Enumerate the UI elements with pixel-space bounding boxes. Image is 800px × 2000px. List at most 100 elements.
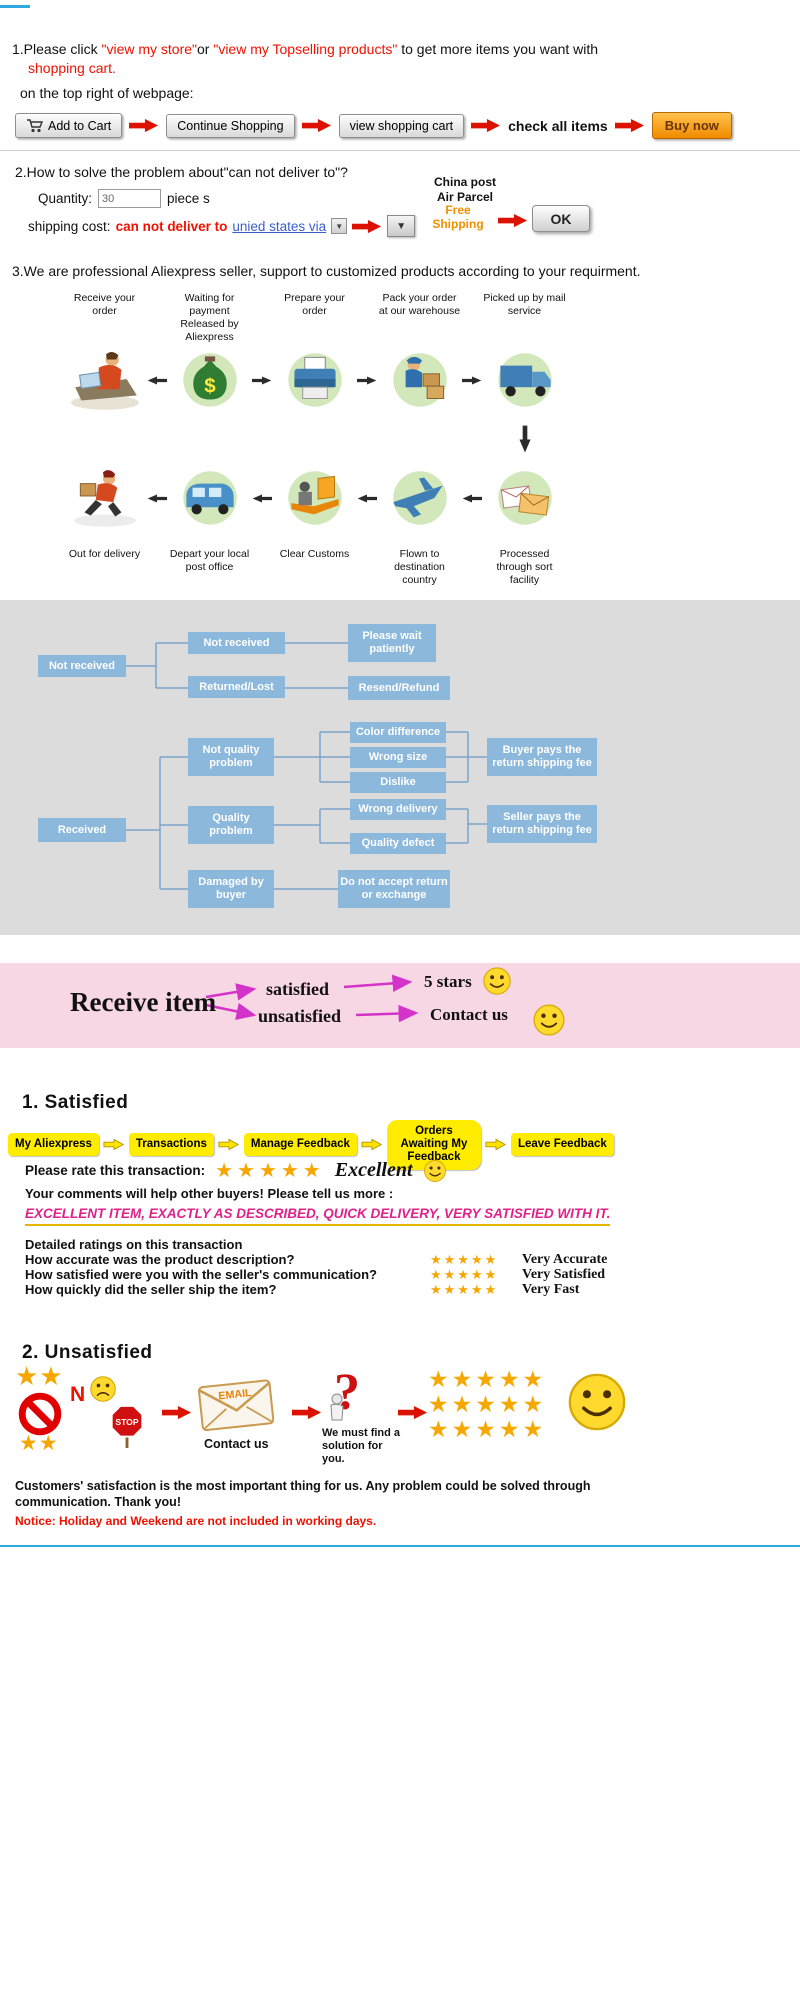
arrow-right-icon <box>252 374 272 387</box>
post-office-van-icon <box>167 452 252 544</box>
flow-dislike: Dislike <box>350 772 446 793</box>
rating-question: How accurate was the product description… <box>25 1252 295 1267</box>
flow-please-wait: Please wait patiently <box>348 624 436 662</box>
nav-orders-awaiting-feedback[interactable]: Orders Awaiting My Feedback <box>386 1120 481 1170</box>
pickup-truck-icon <box>482 334 567 426</box>
unsatisfied-row: ★★ N STOP ★★ EMAIL Contact us ? We must … <box>0 1361 800 1475</box>
detailed-ratings: How accurate was the product description… <box>25 1251 775 1298</box>
rating-question: How satisfied were you with the seller's… <box>25 1267 378 1282</box>
rating-question: How quickly did the seller ship the item… <box>25 1282 277 1297</box>
svg-text:STOP: STOP <box>115 1417 139 1427</box>
receive-item-title: Receive item <box>70 987 217 1017</box>
five-star-grid: ★★★★★ ★★★★★ ★★★★★ <box>428 1366 547 1442</box>
flow-resend-refund: Resend/Refund <box>348 676 450 700</box>
rating-stars[interactable]: ★★★★★ <box>430 1251 499 1267</box>
nav-transactions[interactable]: Transactions <box>128 1133 214 1157</box>
red-arrow-icon <box>302 118 332 133</box>
email-envelope-icon: EMAIL <box>198 1379 274 1432</box>
nav-my-aliexpress[interactable]: My Aliexpress <box>8 1133 99 1157</box>
continue-shopping-button[interactable]: Continue Shopping <box>166 113 295 138</box>
prepare-order-icon <box>272 334 357 426</box>
svg-text:$: $ <box>204 374 216 397</box>
star-pair: ★★ <box>15 1361 64 1391</box>
buy-now-button[interactable]: Buy now <box>651 112 732 139</box>
arrow-down-icon <box>518 425 531 453</box>
shipping-dropdown-small[interactable]: ▼ <box>331 218 348 234</box>
flow-damaged-by-buyer: Damaged by buyer <box>188 870 274 908</box>
pack-order-icon <box>377 334 462 426</box>
nav-manage-feedback[interactable]: Manage Feedback <box>243 1133 357 1157</box>
flow-color-difference: Color difference <box>350 722 446 743</box>
flow-not-received-child: Not received <box>188 632 285 654</box>
china-post-line1: China post <box>434 175 496 189</box>
flowchart-connectors <box>126 642 487 890</box>
section2: 2.How to solve the problem about"can not… <box>0 163 800 259</box>
excellent-label: Excellent <box>334 1159 413 1181</box>
quantity-input[interactable] <box>98 189 162 208</box>
rating-row: How satisfied were you with the seller's… <box>25 1266 775 1283</box>
s1-text: to get more items you want with <box>397 41 599 57</box>
s3-heading: 3.We are professional Aliexpress seller,… <box>12 263 641 279</box>
united-states-link[interactable]: unied states via <box>232 218 327 234</box>
ok-button[interactable]: OK <box>532 205 590 232</box>
rating-row: How quickly did the seller ship the item… <box>25 1281 775 1298</box>
sort-facility-mail-icon <box>482 452 567 544</box>
red-arrow-icon <box>498 213 528 228</box>
nav-leave-feedback[interactable]: Leave Feedback <box>510 1133 614 1157</box>
quantity-label: Quantity: <box>38 191 93 206</box>
flow-not-quality-problem: Not quality problem <box>188 738 274 776</box>
rating-stars[interactable]: ★★★★★ <box>430 1281 499 1297</box>
bottom-divider <box>0 1545 800 1547</box>
s1-topselling-link[interactable]: "view my Topselling products" <box>213 41 398 57</box>
receive-order-icon <box>62 334 147 426</box>
process-step-label: Processed through sort facility <box>496 548 553 587</box>
smiley-icon <box>532 1003 566 1037</box>
red-arrow-icon <box>162 1405 192 1420</box>
big-smiley-icon <box>566 1371 628 1433</box>
rating-stars[interactable]: ★★★★★ <box>215 1160 325 1182</box>
yellow-arrow-icon <box>485 1138 507 1151</box>
top-blue-mark <box>0 5 30 8</box>
rating-stars[interactable]: ★★★★★ <box>430 1266 499 1282</box>
stop-sign-icon: STOP <box>110 1405 144 1449</box>
cart-icon <box>27 119 43 133</box>
order-process-diagram: Receive your order Waiting for payment R… <box>0 292 567 588</box>
n-letter: N <box>70 1383 86 1406</box>
question-mark-icon: ? <box>330 1363 360 1422</box>
china-post-line2: Air Parcel <box>436 190 494 204</box>
rating-answer: Very Accurate <box>522 1251 608 1267</box>
solution-caption: We must find a solution for you. <box>322 1427 401 1466</box>
add-to-cart-button[interactable]: Add to Cart <box>15 113 123 138</box>
yellow-arrow-icon <box>103 1138 125 1151</box>
satisfied-heading: 1. Satisfied <box>22 1092 129 1113</box>
footer-satisfaction-text: Customers' satisfaction is the most impo… <box>15 1479 591 1510</box>
flow-quality-problem: Quality problem <box>188 806 274 844</box>
comments-hint: Your comments will help other buyers! Pl… <box>25 1186 394 1201</box>
arrow-left-icon <box>147 374 167 387</box>
s1-shopping-cart-text: shopping cart. <box>28 59 116 76</box>
rating-answer: Very Fast <box>522 1281 580 1297</box>
cannot-deliver-text: can not deliver to <box>115 218 228 234</box>
arrow-left-icon <box>252 492 272 505</box>
s1-view-store-link[interactable]: "view my store" <box>101 41 197 57</box>
shipping-row: shipping cost:can not deliver to unied s… <box>28 215 416 237</box>
process-step-label: Flown to destination country <box>394 548 445 587</box>
flow-buyer-pays: Buyer pays the return shipping fee <box>487 738 597 776</box>
cart-flow-row: Add to Cart Continue Shopping view shopp… <box>15 112 732 139</box>
flow-returned-lost: Returned/Lost <box>188 676 285 698</box>
process-step-label: Clear Customs <box>279 548 350 560</box>
airplane-icon <box>377 452 462 544</box>
shipping-dropdown-button[interactable]: ▼ <box>387 215 416 237</box>
unsatisfied-cluster: ★★ N STOP ★★ <box>15 1361 165 1465</box>
thinking-figure-icon <box>330 1393 344 1421</box>
unsatisfied-label: unsatisfied <box>258 1006 342 1026</box>
view-shopping-cart-button[interactable]: view shopping cart <box>338 113 465 138</box>
process-step-label: Picked up by mail service <box>483 292 566 318</box>
flow-seller-pays: Seller pays the return shipping fee <box>487 805 597 843</box>
flow-not-received-root: Not received <box>38 655 126 677</box>
rating-row: How accurate was the product description… <box>25 1251 775 1268</box>
feedback-nav-row: My Aliexpress Transactions Manage Feedba… <box>8 1120 614 1170</box>
contact-us-caption: Contact us <box>204 1437 269 1451</box>
footer-notice: Notice: Holiday and Weekend are not incl… <box>15 1514 377 1528</box>
check-all-items-label: check all items <box>508 117 608 134</box>
